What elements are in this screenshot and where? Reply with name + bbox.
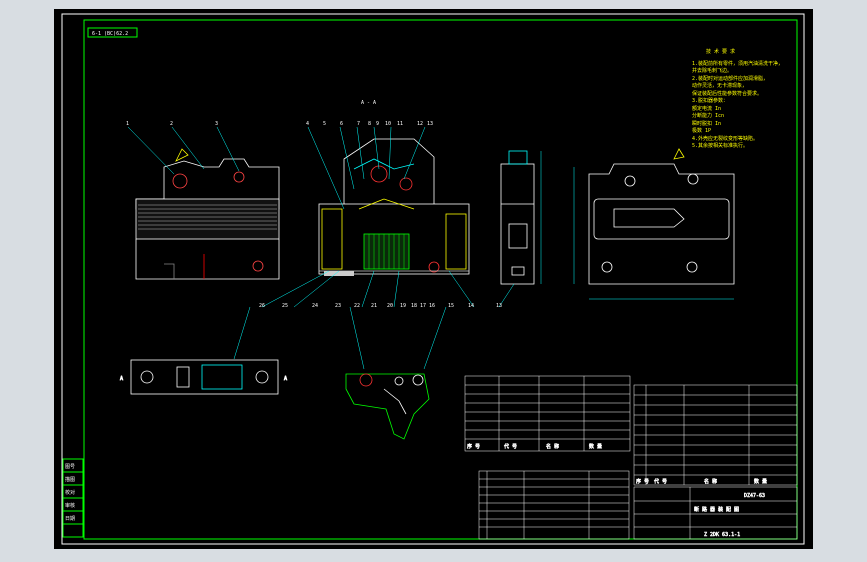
tech-line: 1.装配前所有零件，须用汽油清洗干净， (692, 60, 783, 67)
balloon-label: 10 (385, 121, 391, 127)
side-view (500, 150, 542, 285)
rear-view (573, 148, 735, 300)
table-header: 代 号 (504, 443, 517, 450)
leader-lines (127, 126, 515, 370)
front-view (135, 148, 280, 280)
balloon-label: 4 (306, 121, 309, 127)
table-header: 数 量 (589, 443, 602, 450)
balloon-label: 24 (312, 303, 318, 309)
balloon-label: 18 (411, 303, 417, 309)
stamp-cell: 日期 (65, 516, 75, 522)
title-block: DZ47-63 断 路 器 装 配 图 Z 2DK 63.1-1 (633, 486, 798, 540)
side-stamp: 图号 描图 校对 审核 日期 (62, 458, 84, 538)
balloon-labels-top: 1 2 3 4 5 6 7 8 9 10 11 12 13 (126, 121, 433, 127)
balloon-label: 15 (448, 303, 454, 309)
parts-table-right: 序 号 代 号 名 称 数 量 (633, 384, 798, 486)
balloon-label: 25 (282, 303, 288, 309)
tech-title: 技 术 要 求 (706, 48, 735, 55)
table-header: 名 称 (546, 443, 559, 450)
balloon-label: 13 (427, 121, 433, 127)
view-label: A (120, 376, 123, 382)
balloon-label: 7 (357, 121, 360, 127)
balloon-labels-bottom: 26 25 24 23 22 21 20 19 18 17 16 15 14 1… (259, 303, 502, 309)
inner-frame (83, 19, 798, 540)
balloon-label: 14 (468, 303, 474, 309)
balloon-label: 11 (397, 121, 403, 127)
balloon-label: 6 (340, 121, 343, 127)
tech-line: 保证装配后性能参数符合要求。 (692, 90, 762, 97)
balloon-label: 16 (429, 303, 435, 309)
balloon-label: 20 (387, 303, 393, 309)
balloon-label: 26 (259, 303, 265, 309)
drawing-canvas[interactable]: 6-1 (BC)62.2 图号 描图 校对 审核 日期 A - A 技 术 要 … (54, 9, 813, 549)
balloon-label: 2 (170, 121, 173, 127)
technical-requirements: 技 术 要 求 1.装配前所有零件，须用汽油清洗干净， 并去除毛刺飞边。 2.装… (692, 48, 783, 149)
title-name: 断 路 器 装 配 图 (694, 506, 739, 513)
outer-frame (61, 13, 805, 545)
section-view (318, 138, 470, 276)
section-title: A - A (361, 100, 376, 106)
tech-line: 分断能力 Icn (692, 112, 724, 119)
bottom-view: A A (120, 359, 287, 395)
mechanism-detail (345, 373, 430, 440)
table-header: 名 称 (704, 478, 717, 485)
title-code: DZ47-63 (744, 493, 765, 499)
parts-table-mid: 序 号 代 号 名 称 数 量 (464, 375, 631, 452)
stamp-cell: 审核 (65, 502, 75, 509)
balloon-label: 5 (323, 121, 326, 127)
balloon-label: 8 (368, 121, 371, 127)
tech-line: 并去除毛刺飞边。 (692, 67, 732, 74)
tech-line: 极数 1P (692, 127, 711, 134)
table-header: 序 号 (636, 478, 649, 485)
balloon-label: 22 (354, 303, 360, 309)
balloon-label: 3 (215, 121, 218, 127)
stamp-cell: 校对 (65, 489, 75, 496)
stamp-cell: 描图 (65, 476, 75, 483)
corner-label: 6-1 (BC)62.2 (92, 31, 128, 37)
tech-line: 4.外壳应无裂纹变形等缺陷。 (692, 135, 758, 142)
table-header: 代 号 (654, 478, 667, 485)
balloon-label: 19 (400, 303, 406, 309)
tech-line: 2.装配时对运动部件应加润滑脂， (692, 75, 768, 82)
parts-table-bottom (478, 470, 630, 540)
stamp-cell: 图号 (65, 464, 75, 470)
balloon-label: 9 (376, 121, 379, 127)
tech-line: 5.其余按相关标准执行。 (692, 142, 748, 149)
tech-line: 动作灵活，无卡滞现象， (692, 82, 747, 89)
engineering-drawing: 6-1 (BC)62.2 图号 描图 校对 审核 日期 A - A 技 术 要 … (61, 13, 805, 545)
table-header: 数 量 (754, 478, 767, 485)
balloon-label: 1 (126, 121, 129, 127)
table-header: 序 号 (467, 443, 480, 450)
title-number: Z 2DK 63.1-1 (704, 532, 740, 538)
view-label: A (284, 376, 287, 382)
tech-line: 瞬时脱扣 In (692, 120, 721, 127)
balloon-label: 17 (420, 303, 426, 309)
balloon-label: 12 (417, 121, 423, 127)
corner-label-box (87, 27, 138, 38)
balloon-label: 13 (496, 303, 502, 309)
balloon-label: 21 (371, 303, 377, 309)
tech-line: 3.脱扣器参数： (692, 97, 728, 104)
tech-line: 额定电流 In (692, 105, 721, 112)
balloon-label: 23 (335, 303, 341, 309)
